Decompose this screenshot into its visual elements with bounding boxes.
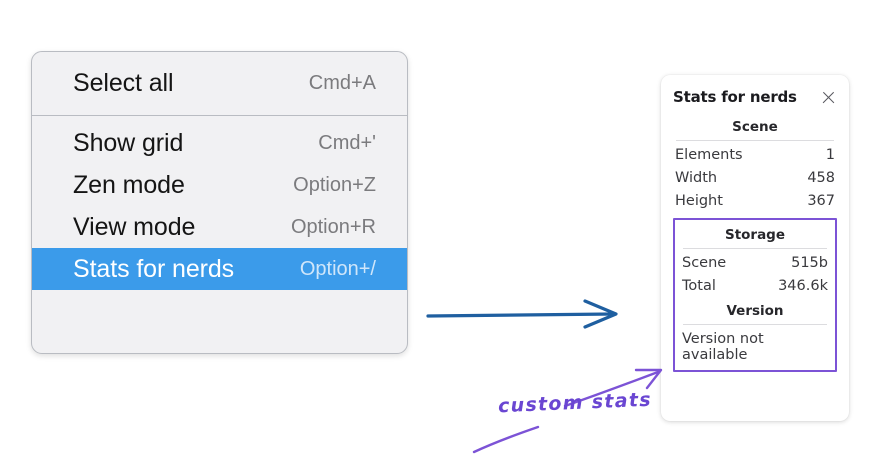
version-section: Version Version not available [680, 297, 830, 365]
stats-for-nerds-panel: Stats for nerds Scene Elements 1 Width 4… [661, 75, 849, 421]
menu-item-stats-for-nerds[interactable]: Stats for nerds Option+/ [32, 248, 407, 290]
divider [683, 324, 827, 325]
divider [676, 140, 834, 141]
stat-row: Elements 1 [673, 143, 837, 166]
stat-key: Total [682, 277, 716, 294]
custom-stats-highlight-box: Storage Scene 515b Total 346.6k Version … [673, 218, 837, 372]
menu-separator [32, 115, 407, 116]
stat-key: Width [675, 169, 718, 186]
scene-heading: Scene [732, 119, 778, 135]
stat-row: Width 458 [673, 166, 837, 189]
menu-item-label: Stats for nerds [73, 254, 235, 283]
menu-item-zen-mode[interactable]: Zen mode Option+Z [32, 164, 407, 206]
menu-group-1: Select all Cmd+A [32, 52, 407, 115]
stat-row: Total 346.6k [680, 274, 830, 297]
canvas-context-menu[interactable]: Select all Cmd+A Show grid Cmd+' Zen mod… [31, 51, 408, 354]
storage-heading: Storage [724, 227, 786, 243]
menu-item-shortcut: Option+Z [293, 173, 376, 196]
stat-value: 367 [807, 192, 835, 209]
menu-item-label: View mode [73, 212, 196, 241]
panel-header: Stats for nerds [673, 84, 837, 110]
custom-stats-annotation-text: custom stats [497, 388, 653, 418]
scene-section: Scene Elements 1 Width 458 Height 367 [673, 113, 837, 212]
stat-key: Height [675, 192, 723, 209]
stat-row: Height 367 [673, 189, 837, 212]
divider [683, 248, 827, 249]
blue-flow-arrow [426, 299, 618, 329]
menu-item-label: Select all [73, 68, 174, 97]
version-heading: Version [726, 303, 784, 319]
menu-item-label: Show grid [73, 128, 184, 157]
menu-item-select-all[interactable]: Select all Cmd+A [32, 62, 407, 104]
stat-value: 458 [807, 169, 835, 186]
stat-value: 515b [791, 254, 828, 271]
menu-item-view-mode[interactable]: View mode Option+R [32, 206, 407, 248]
stat-value: 1 [825, 146, 835, 163]
menu-item-shortcut: Cmd+A [308, 71, 376, 94]
stat-key: Scene [682, 254, 727, 271]
menu-item-show-grid[interactable]: Show grid Cmd+' [32, 122, 407, 164]
version-value: Version not available [682, 331, 764, 363]
panel-title: Stats for nerds [673, 88, 797, 106]
menu-item-shortcut: Option+R [290, 215, 376, 238]
custom-stats-pointer-lower [472, 425, 540, 454]
menu-item-label: Zen mode [73, 170, 185, 199]
stat-key: Elements [675, 146, 743, 163]
menu-item-shortcut: Cmd+' [318, 131, 376, 154]
menu-group-2: Show grid Cmd+' Zen mode Option+Z View m… [32, 116, 407, 296]
menu-item-shortcut: Option+/ [299, 257, 376, 280]
close-icon[interactable] [820, 89, 837, 106]
stat-row: Scene 515b [680, 251, 830, 274]
stat-value: 346.6k [778, 277, 828, 294]
storage-section: Storage Scene 515b Total 346.6k [680, 221, 830, 297]
